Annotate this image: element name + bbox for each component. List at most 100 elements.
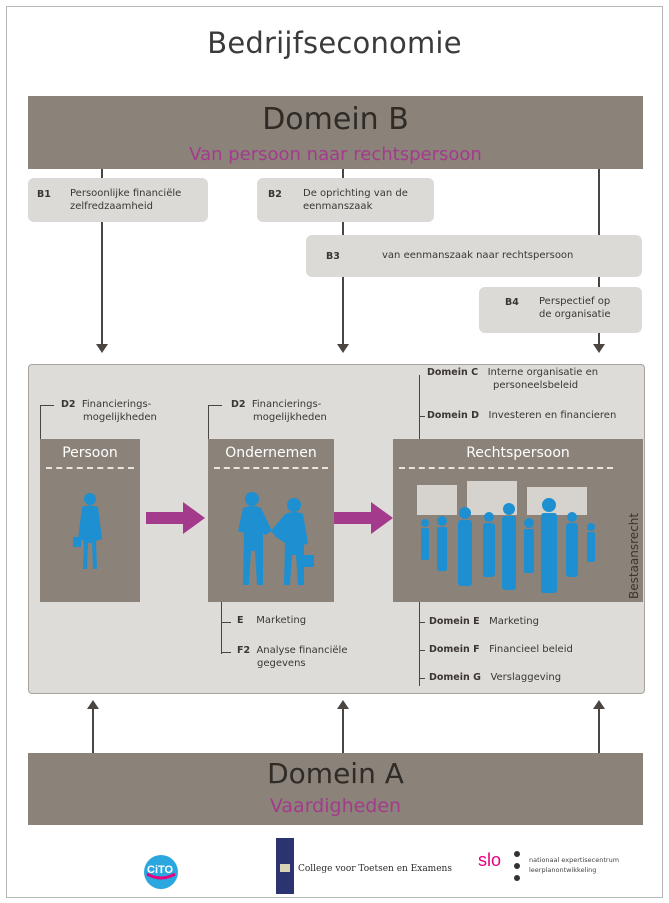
slo-tagline-2: leerplanontwikkeling [529, 866, 597, 874]
cvte-logo-text: College voor Toetsen en Examens [298, 864, 452, 874]
ondernemen-f2-line1: Analyse financiële [256, 645, 348, 656]
arrow-b1-line [101, 169, 103, 345]
arrow-b4-head [593, 344, 605, 353]
persoon-d2-label: D2 Financierings- mogelijkheden [61, 399, 157, 424]
ondernemen-d2-connector [208, 405, 209, 439]
cito-logo-text: CiTO [147, 864, 174, 876]
cito-logo-mark [144, 855, 178, 889]
b4-label-line2: de organisatie [539, 309, 611, 320]
crown-icon [280, 864, 290, 872]
ondernemen-d2-line2: mogelijkheden [253, 411, 327, 423]
purple-arrow-2 [334, 502, 393, 534]
rechtspersoon-domein-e-label: Domein E Marketing [429, 616, 539, 629]
page-title: Bedrijfseconomie [207, 26, 462, 60]
arrow-a2-line [342, 709, 344, 753]
domein-c-line2: personeelsbeleid [493, 379, 579, 391]
arrow-b1-head [96, 344, 108, 353]
dots-icon [514, 851, 520, 881]
persoon-d2-line1: Financierings- [81, 399, 152, 410]
domein-d-code: Domein D [427, 410, 479, 421]
domein-d-line1: Investeren en financieren [488, 410, 617, 421]
slo-logo-dots [513, 850, 521, 884]
persoon-column: Persoon [40, 439, 140, 602]
cvte-logo-emblem [276, 838, 294, 894]
middle-panel: D2 Financierings- mogelijkheden Persoon … [28, 364, 645, 694]
domein-e-code: Domein E [429, 616, 480, 627]
ondernemen-e-label: E Marketing [237, 615, 306, 628]
b3-code: B3 [326, 251, 340, 262]
ondernemen-d2-line1: Financierings- [251, 399, 322, 410]
slo-logo-text: slo [478, 850, 502, 870]
domein-e-tick [419, 622, 425, 623]
ondernemen-divider [214, 467, 328, 469]
cito-logo: CiTO [141, 852, 181, 892]
domein-a-subtitle: Vaardigheden [269, 795, 402, 817]
ondernemen-below-connector [221, 602, 222, 654]
arrow-a3-head [593, 700, 605, 709]
ondernemen-f2-tick [221, 652, 231, 653]
rechtspersoon-domein-d-label: Domein D Investeren en financieren [427, 410, 616, 423]
b1-code: B1 [37, 189, 51, 200]
domein-f-code: Domein F [429, 644, 480, 655]
ondernemen-e-code: E [237, 615, 244, 626]
rechtspersoon-divider [399, 467, 613, 469]
domein-g-line1: Verslaggeving [490, 672, 562, 683]
ondernemen-d2-label: D2 Financierings- mogelijkheden [231, 399, 327, 424]
ondernemen-title: Ondernemen [225, 445, 317, 461]
arrow-a2-head [337, 700, 349, 709]
rechtspersoon-domein-g-label: Domein G Verslaggeving [429, 672, 561, 685]
b4-label-line1: Perspectief op [539, 296, 611, 307]
b2-code: B2 [268, 189, 282, 200]
handshake-figures [238, 492, 314, 585]
persoon-title: Persoon [62, 445, 118, 461]
b3-label-line1: van eenmanszaak naar rechtspersoon [382, 250, 574, 261]
b4-code: B4 [505, 297, 519, 308]
b2-label-line1: De oprichting van de [303, 188, 408, 199]
arrow-b2-head [337, 344, 349, 353]
domein-a-title: Domein A [267, 757, 404, 790]
b2-label-line2: eenmanszaak [303, 201, 373, 212]
persoon-figure [73, 493, 102, 569]
persoon-d2-tick [40, 405, 54, 406]
domein-c-code: Domein C [427, 367, 479, 378]
ondernemen-e-text: Marketing [256, 615, 307, 626]
ondernemen-f2-label: F2 Analyse financiële gegevens [237, 645, 347, 670]
domein-d-tick [419, 416, 425, 417]
domein-c-line1: Interne organisatie en [487, 367, 599, 378]
persoon-divider [46, 467, 134, 469]
b2-box: B2 De oprichting van de eenmanszaak [257, 178, 434, 222]
b1-label-line1: Persoonlijke financiële [70, 188, 182, 199]
ondernemen-e-tick [221, 622, 231, 623]
rechtspersoon-domein-c-label: Domein C Interne organisatie en personee… [427, 367, 598, 392]
arrow-a3-line [598, 709, 600, 753]
ondernemen-d2-tick [208, 405, 222, 406]
ondernemen-f2-line2: gegevens [257, 657, 306, 669]
slo-tagline-1: nationaal expertisecentrum [529, 856, 620, 864]
ondernemen-f2-code: F2 [237, 645, 251, 656]
rechtspersoon-column: Rechtspersoon [393, 439, 643, 602]
domein-f-line1: Financieel beleid [489, 644, 573, 655]
rechtspersoon-title: Rechtspersoon [466, 445, 570, 461]
domein-g-code: Domein G [429, 672, 481, 683]
arrow-a1-head [87, 700, 99, 709]
domein-f-tick [419, 650, 425, 651]
domein-b-subtitle: Van persoon naar rechtspersoon [189, 144, 482, 165]
group-figures [417, 481, 595, 593]
rechtspersoon-domein-f-label: Domein F Financieel beleid [429, 644, 573, 657]
ondernemen-d2-code: D2 [231, 399, 246, 410]
ondernemen-column: Ondernemen [208, 439, 334, 602]
page-frame [6, 6, 663, 898]
domein-e-line1: Marketing [489, 616, 539, 627]
b1-label-line2: zelfredzaamheid [70, 201, 153, 212]
b1-box: B1 Persoonlijke financiële zelfredzaamhe… [28, 178, 208, 222]
domein-b-band: Domein B Van persoon naar rechtspersoon [28, 96, 643, 169]
domein-b-title: Domein B [262, 102, 409, 137]
persoon-d2-line2: mogelijkheden [83, 411, 157, 423]
domein-a-band: Domein A Vaardigheden [28, 753, 643, 825]
persoon-d2-code: D2 [61, 399, 76, 410]
persoon-d2-connector [40, 405, 41, 439]
bestaansrecht-label: Bestaansrecht [627, 512, 641, 599]
domein-g-tick [419, 678, 425, 679]
rechtspersoon-below-connector [419, 602, 420, 686]
b3-box: B3 van eenmanszaak naar rechtspersoon [306, 235, 642, 277]
